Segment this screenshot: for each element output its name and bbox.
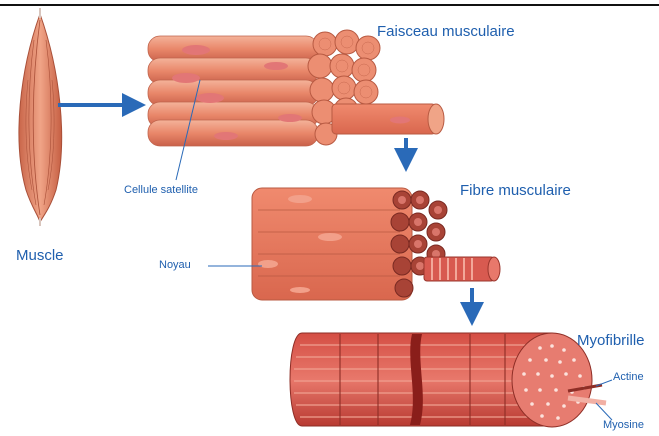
label-muscle: Muscle [16,248,64,263]
label-actin: Actine [613,372,644,383]
label-myofibril: Myofibrille [577,333,645,348]
whole-muscle-illustration [19,8,62,226]
muscle-fibre-illustration [252,188,500,300]
label-muscle-fibre: Fibre musculaire [460,183,571,198]
myosin-leader [596,403,612,420]
actin-leader [596,380,612,386]
label-nucleus: Noyau [159,260,191,271]
label-satellite-cell: Cellule satellite [124,185,198,196]
myofibril-illustration [290,333,606,427]
label-muscle-bundle: Faisceau musculaire [377,24,515,39]
label-myosin: Myosine [603,420,644,431]
muscle-bundle-illustration [148,30,444,146]
